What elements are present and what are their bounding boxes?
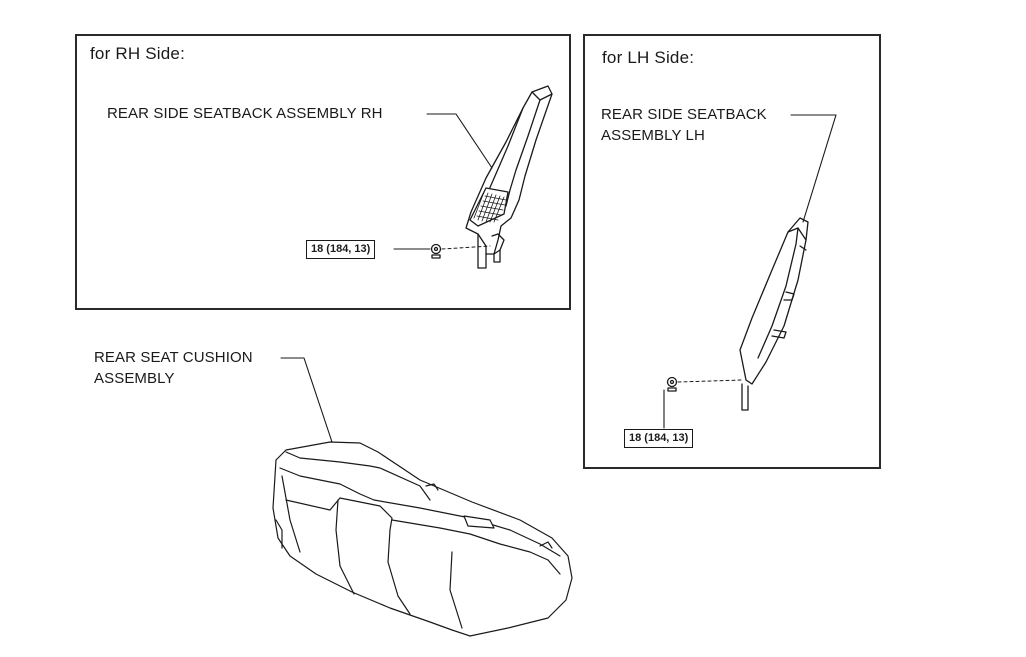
bolt-icon [666,376,678,392]
rh-side-panel [75,34,571,310]
lh-seatback-label-line2: ASSEMBLY LH [601,127,705,144]
seatback-lh-icon [739,217,809,411]
cushion-label-line2: ASSEMBLY [94,370,175,387]
lh-torque-spec: 18 (184, 13) [624,429,694,448]
bolt-icon [430,243,442,259]
rh-panel-title: for RH Side: [90,44,185,63]
rh-seatback-label: REAR SIDE SEATBACK ASSEMBLY RH [107,105,383,122]
lh-side-panel [583,34,881,469]
rh-torque-spec: 18 (184, 13) [306,240,376,259]
seat-cushion-icon [272,441,573,637]
lh-seatback-label-line1: REAR SIDE SEATBACK [601,106,767,123]
seatback-rh-icon [465,85,553,269]
lh-panel-title: for LH Side: [602,48,695,67]
cushion-label-line1: REAR SEAT CUSHION [94,349,253,366]
